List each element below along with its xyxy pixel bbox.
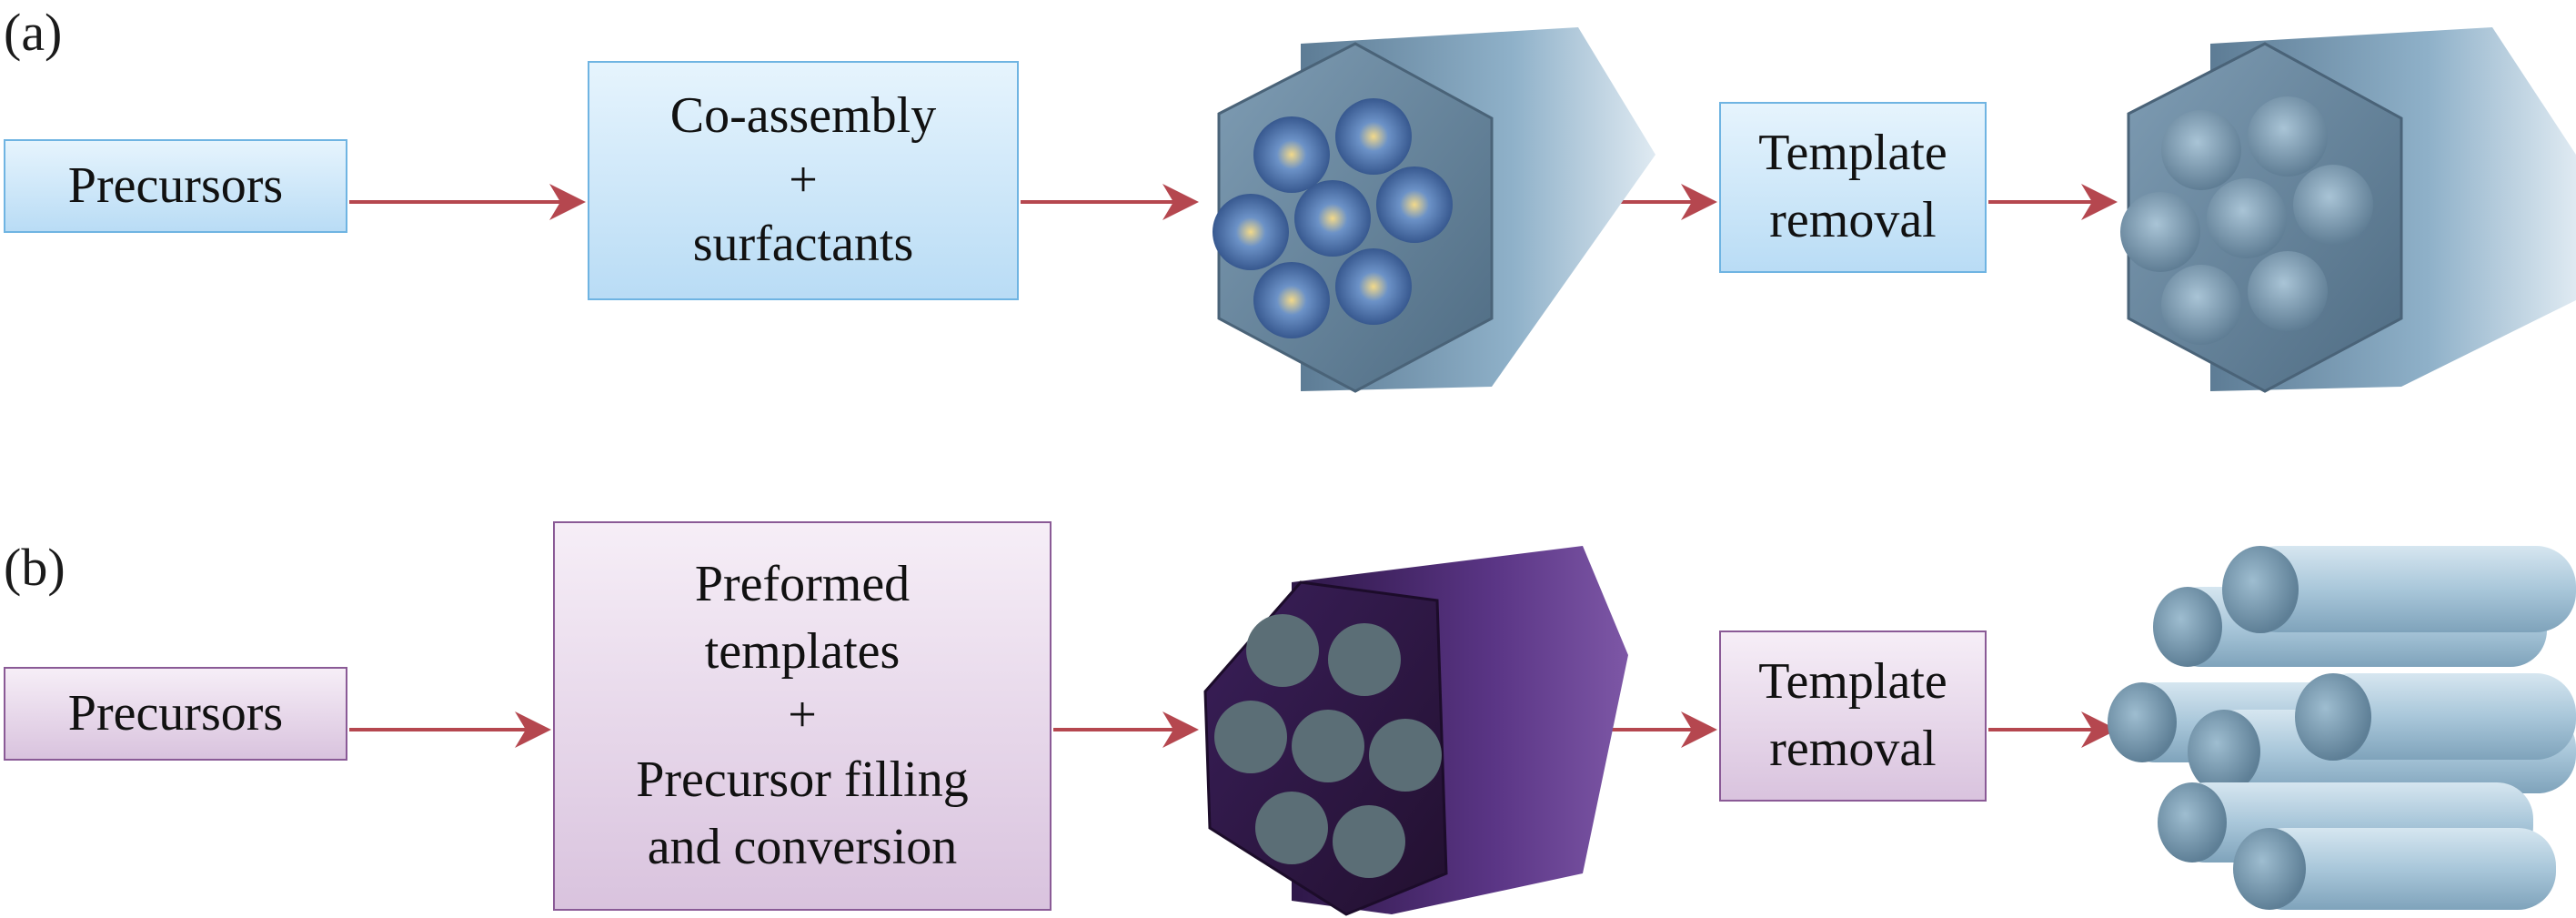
templates-label: templates	[704, 622, 901, 680]
surfactant-filled-prism	[1213, 27, 1655, 393]
plus-sign-b: +	[788, 687, 817, 744]
template-removal-box-b: Template removal	[1719, 630, 1987, 802]
preformed-templates-box: Preformed templates + Precursor filling …	[553, 521, 1052, 911]
template-label-a: Template	[1758, 125, 1947, 182]
mesoporous-prism	[2120, 27, 2576, 393]
and-conversion-label: and conversion	[647, 818, 958, 875]
template-label-b: Template	[1758, 653, 1947, 711]
template-removal-box-a: Template removal	[1719, 102, 1987, 273]
removal-label-a: removal	[1769, 192, 1937, 248]
coassembly-box: Co-assembly + surfactants	[588, 61, 1019, 300]
preformed-label: Preformed	[694, 555, 911, 612]
plus-sign-a: +	[789, 151, 818, 208]
precursor-filling-label: Precursor filling	[636, 751, 969, 808]
pore-array-a	[1213, 98, 1453, 338]
filled-channels-b	[1214, 614, 1442, 878]
removal-label-b: removal	[1769, 721, 1937, 777]
precursors-box-a: Precursors	[4, 139, 347, 233]
rod-2	[2222, 546, 2576, 633]
precursors-label-b: Precursors	[67, 684, 284, 741]
rod-7	[2233, 828, 2556, 910]
preformed-template-prism	[1203, 546, 1628, 916]
hole-array-a	[2120, 96, 2373, 345]
precursors-box-b: Precursors	[4, 667, 347, 761]
nanorod-array	[2108, 546, 2576, 910]
panel-label-b: (b)	[4, 538, 65, 597]
coassembly-label: Co-assembly	[669, 87, 937, 144]
surfactants-label: surfactants	[692, 216, 914, 273]
precursors-label-a: Precursors	[67, 156, 284, 214]
rod-5	[2295, 673, 2576, 761]
panel-label-a: (a)	[4, 3, 63, 62]
